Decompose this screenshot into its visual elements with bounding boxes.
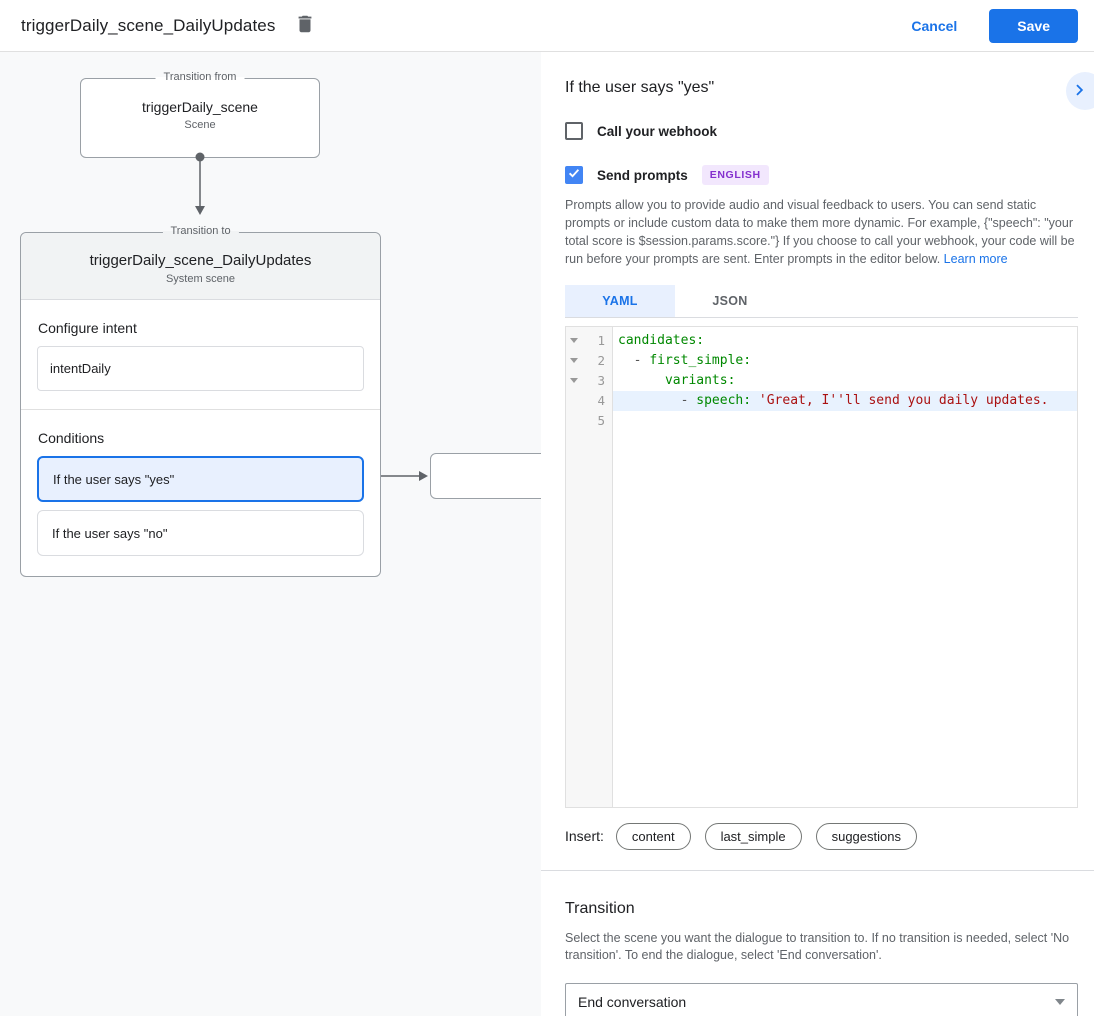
cancel-button[interactable]: Cancel [895, 10, 973, 42]
transition-dropdown[interactable]: End conversation [565, 983, 1078, 1016]
language-badge: ENGLISH [701, 165, 769, 185]
code-line-4: - speech: 'Great, I''ll send you daily u… [613, 390, 1077, 411]
code-line-2: - first_simple: [633, 352, 752, 368]
insert-chip-content[interactable]: content [615, 822, 691, 850]
transition-heading: Transition [565, 899, 635, 917]
insert-chip-suggestions[interactable]: suggestions [815, 822, 917, 850]
fold-arrow-icon[interactable] [566, 338, 581, 343]
configure-intent-section: Configure intent intentDaily [21, 300, 380, 409]
format-tabs: YAML JSON [565, 284, 1078, 318]
insert-label: Insert: [565, 828, 604, 844]
prompts-checkbox-label: Send prompts [597, 167, 688, 183]
collapse-panel-button[interactable] [1066, 72, 1094, 110]
insert-chip-last-simple[interactable]: last_simple [704, 822, 802, 850]
transition-from-node[interactable]: Transition from triggerDaily_scene Scene [80, 71, 320, 158]
chevron-right-icon [1069, 79, 1091, 104]
line-number: 3 [597, 373, 605, 388]
intent-field[interactable]: intentDaily [37, 346, 364, 391]
flow-arrow-down-head [195, 206, 205, 215]
fold-arrow-icon[interactable] [566, 358, 581, 363]
conditions-section: Conditions If the user says "yes" If the… [21, 409, 380, 576]
line-number: 2 [597, 353, 605, 368]
line-number: 5 [597, 413, 605, 428]
checkmark-icon [567, 166, 581, 185]
from-scene-type: Scene [184, 119, 216, 131]
condition-item-yes[interactable]: If the user says "yes" [37, 456, 364, 502]
prompts-description-text: Prompts allow you to provide audio and v… [565, 198, 1075, 266]
from-scene-name: triggerDaily_scene [142, 99, 258, 115]
trash-icon [294, 13, 316, 38]
transition-to-node: Transition to triggerDaily_scene_DailyUp… [20, 225, 381, 577]
condition-target-node[interactable] [430, 453, 541, 499]
configure-intent-label: Configure intent [38, 320, 137, 336]
to-scene-type: System scene [165, 273, 236, 285]
learn-more-link[interactable]: Learn more [943, 251, 1008, 266]
condition-heading: If the user says "yes" [565, 79, 715, 96]
transition-description: Select the scene you want the dialogue t… [565, 930, 1070, 963]
page-title: triggerDaily_scene_DailyUpdates [21, 15, 276, 35]
code-line-3: variants: [664, 372, 736, 388]
dropdown-caret-icon [1055, 998, 1065, 1005]
webhook-checkbox-label: Call your webhook [597, 123, 718, 139]
section-divider [541, 869, 1094, 871]
tab-yaml[interactable]: YAML [565, 284, 675, 317]
yaml-code-editor[interactable]: 1 2 3 4 5 candidates: - first_simple: va… [565, 325, 1078, 808]
save-button[interactable]: Save [989, 8, 1078, 43]
insert-row: Insert: content last_simple suggestions [565, 822, 1078, 850]
flow-canvas: Transition from triggerDaily_scene Scene… [0, 52, 541, 1016]
prompts-checkbox[interactable] [565, 166, 583, 184]
conditions-label: Conditions [38, 430, 105, 446]
transition-dropdown-value: End conversation [578, 993, 687, 1010]
condition-editor-panel: If the user says "yes" Call your webhook… [541, 52, 1094, 1016]
webhook-checkbox-row: Call your webhook [565, 122, 1078, 140]
editor-gutter: 1 2 3 4 5 [566, 326, 613, 807]
line-number: 1 [597, 333, 605, 348]
line-number: 4 [597, 393, 605, 408]
code-line-1: candidates: [618, 332, 705, 348]
flow-arrow-right-head [419, 471, 428, 481]
transition-to-legend: Transition to [162, 225, 239, 237]
condition-item-no[interactable]: If the user says "no" [37, 510, 364, 556]
to-scene-header[interactable]: triggerDaily_scene_DailyUpdates System s… [21, 233, 380, 300]
fold-arrow-icon[interactable] [566, 378, 581, 383]
tab-json[interactable]: JSON [712, 293, 748, 308]
top-bar: triggerDaily_scene_DailyUpdates Cancel S… [0, 0, 1094, 52]
editor-code-area[interactable]: candidates: - first_simple: variants: - … [613, 327, 1077, 807]
prompts-checkbox-row: Send prompts ENGLISH [565, 165, 1078, 185]
prompts-description: Prompts allow you to provide audio and v… [565, 197, 1078, 269]
transition-from-legend: Transition from [155, 71, 245, 83]
code-line-5 [613, 411, 1077, 431]
delete-scene-button[interactable] [291, 12, 319, 40]
to-scene-name: triggerDaily_scene_DailyUpdates [89, 252, 312, 269]
webhook-checkbox[interactable] [565, 122, 583, 140]
